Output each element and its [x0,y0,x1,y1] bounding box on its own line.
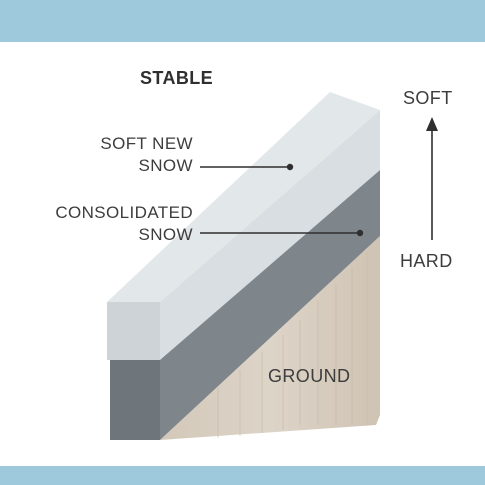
soft-snow-leader-dot [286,163,294,171]
soft-snow-side [160,110,380,360]
consolidated-snow-label: CONSOLIDATED SNOW [55,202,193,246]
soft-new-snow-label: SOFT NEW SNOW [100,133,193,177]
scale-soft-label: SOFT [403,88,453,108]
consolidated-leader-dot [356,229,364,237]
consolidated-snow-front [110,358,160,440]
top-band [0,0,485,42]
diagram-title: STABLE [140,68,214,88]
hardness-arrow-head [426,117,438,131]
ground-grain-lines [217,252,368,438]
soft-new-snow-label-line2: SNOW [138,156,193,175]
bottom-band [0,466,485,485]
ground-label: GROUND [268,366,351,386]
scale-hard-label: HARD [400,251,453,271]
soft-new-snow-label-line1: SOFT NEW [100,134,193,153]
consolidated-snow-label-line2: SNOW [138,225,193,244]
consolidated-snow-side [160,170,380,440]
consolidated-snow-label-line1: CONSOLIDATED [55,203,193,222]
soft-snow-top [107,92,380,302]
soft-snow-front [107,302,160,360]
